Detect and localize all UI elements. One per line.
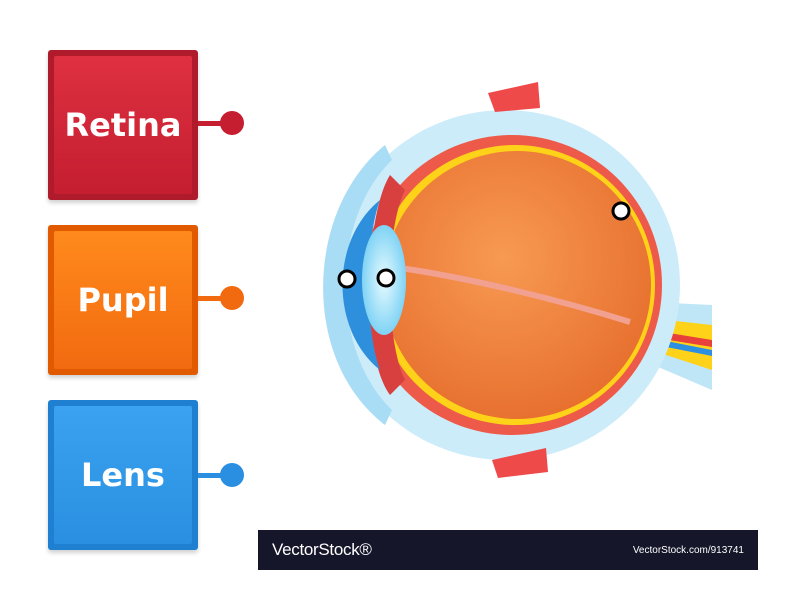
pupil-hotspot[interactable] — [337, 269, 357, 289]
retina-connector — [198, 121, 234, 126]
lens-hotspot[interactable] — [376, 268, 396, 288]
vectorstock-watermark: VectorStock® VectorStock.com/913741 — [258, 530, 758, 570]
visual-axis-line — [399, 265, 631, 325]
pupil-label-card[interactable]: Pupil — [48, 225, 198, 375]
eye-cross-section-diagram — [323, 82, 712, 478]
retina-drop-target[interactable] — [220, 111, 244, 135]
retina-label-text: Retina — [64, 106, 182, 144]
lower-eye-muscle — [492, 448, 548, 478]
watermark-logo: VectorStock® — [272, 540, 372, 559]
retina-label-card[interactable]: Retina — [48, 50, 198, 200]
retina-hotspot[interactable] — [611, 201, 631, 221]
lens-label-card[interactable]: Lens — [48, 400, 198, 550]
upper-eye-muscle — [488, 82, 540, 112]
lens-drop-target[interactable] — [220, 463, 244, 487]
watermark-url: VectorStock.com/913741 — [632, 544, 744, 556]
pupil-connector — [198, 296, 234, 301]
pupil-drop-target[interactable] — [220, 286, 244, 310]
cornea — [323, 145, 392, 425]
lens-label-text: Lens — [81, 456, 165, 494]
lens-connector — [198, 473, 234, 478]
vitreous-body — [383, 151, 651, 419]
pupil-label-text: Pupil — [77, 281, 169, 319]
